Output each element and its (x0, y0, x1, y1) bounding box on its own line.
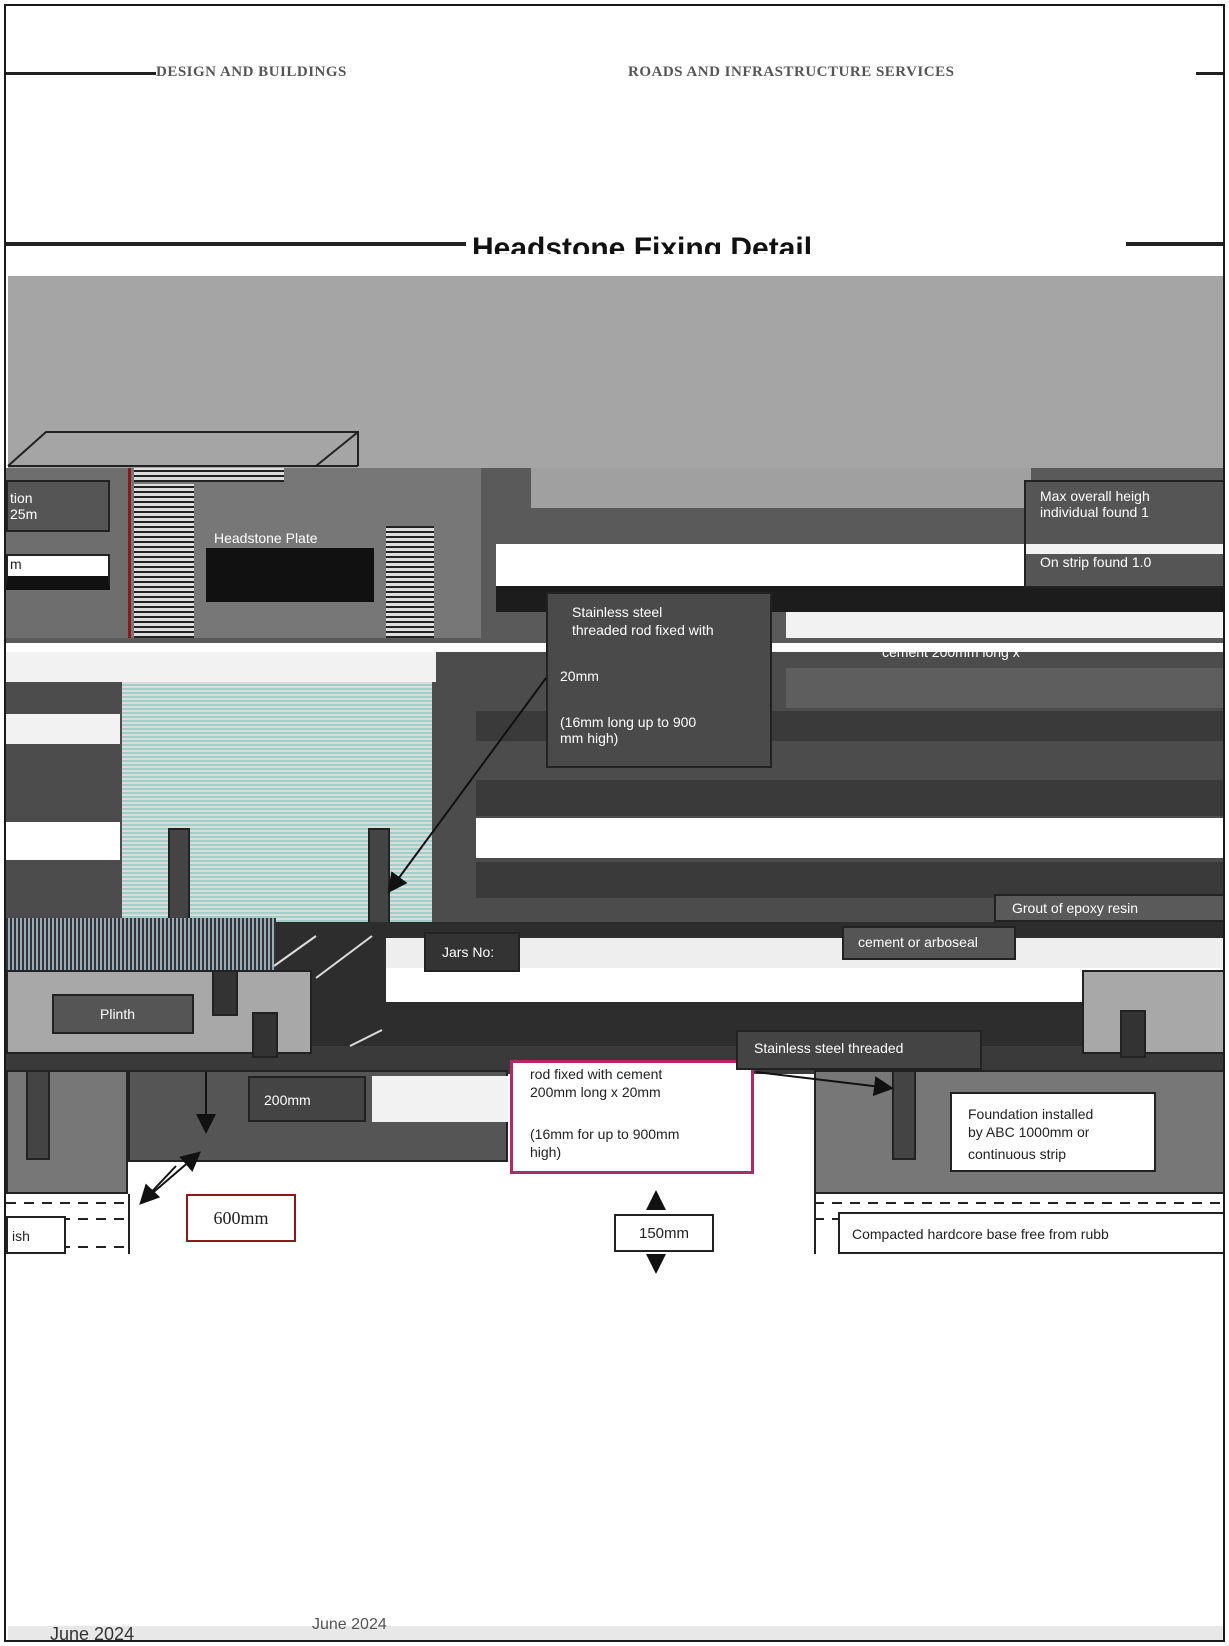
max-height-box (1024, 480, 1223, 588)
plinth-right-body (1082, 970, 1223, 1054)
compacted-label-box (838, 1212, 1223, 1254)
headstone-plate-box (206, 526, 374, 602)
middle-row-c (476, 862, 1223, 898)
foundation-left-dowel (26, 1070, 50, 1160)
grout-label: Grout of epoxy resin (1012, 900, 1139, 916)
left-mid-label-box (6, 554, 110, 590)
rod-low-label-3: (16mm for up to 900mm (530, 1126, 680, 1142)
headstone-hatch-top (134, 468, 284, 482)
dim-150-box: 150mm (614, 1214, 714, 1252)
header-right-heading: ROADS AND INFRASTRUCTURE SERVICES (628, 64, 955, 80)
rod-low-label-4: high) (530, 1144, 562, 1160)
middle-left-white-b (6, 822, 120, 860)
left-base-hatch (6, 918, 276, 978)
footer-date-left: June 2024 (50, 1624, 135, 1642)
steel-rod-callout-box (546, 592, 772, 768)
jars-no-box (424, 932, 520, 972)
right-white-band-2 (786, 612, 1223, 638)
left-mid-label: m (10, 556, 22, 572)
max-height-label-2: individual found 1 (1040, 504, 1149, 520)
header-rule-right (1196, 72, 1223, 75)
title-rule-right (1126, 242, 1223, 246)
middle-left-white-a (6, 714, 120, 744)
headstone-hatch-right (386, 526, 434, 638)
finish-label-box (6, 1216, 66, 1254)
cement-arbosea-box (842, 926, 1016, 960)
jars-no-label: Jars No: (442, 944, 495, 960)
steel-rod-label-3: 20mm (560, 668, 599, 684)
middle-row-b (476, 780, 1223, 816)
headstone-hatch-left (134, 484, 194, 638)
steel-rod-label-4: (16mm long up to 900 (560, 714, 697, 730)
plinth-label: Plinth (100, 1006, 136, 1022)
ground-dash-left-2 (6, 1218, 128, 1220)
footer-band (8, 1626, 1223, 1640)
header-rule-left (6, 72, 156, 75)
dim-200-label: 200mm (264, 1092, 311, 1108)
right-light-band (531, 468, 1031, 508)
steel-rod-label-2: threaded rod fixed with (572, 622, 714, 638)
ground-dash-left-3 (6, 1246, 128, 1248)
middle-gray-row (786, 668, 1223, 708)
compacted-label: Compacted hardcore base free from rubb (852, 1226, 1109, 1242)
foundation-label-3: continuous strip (968, 1146, 1067, 1162)
ground-dash-left-1 (6, 1202, 128, 1204)
left-top-label-1: tion (10, 490, 33, 506)
steel-rod-label-5: mm high) (560, 730, 619, 746)
lower-white-row (386, 938, 1223, 968)
leader-lines (139, 677, 894, 1274)
foundation-label-1: Foundation installed (968, 1106, 1094, 1122)
max-height-label-1: Max overall heigh (1040, 488, 1150, 504)
plinth-label-box (52, 994, 194, 1034)
max-height-divider (1026, 544, 1223, 554)
background-band (8, 276, 1223, 486)
on-strip-label: On strip found 1.0 (1040, 554, 1152, 570)
ground-dash-right-1 (814, 1202, 1223, 1204)
stainless-low-box (736, 1030, 982, 1070)
drawing-frame: DESIGN AND BUILDINGS ROADS AND INFRASTRU… (4, 4, 1225, 1642)
foundation-label-2: by ABC 1000mm or (968, 1124, 1090, 1140)
finish-label: ish (12, 1228, 30, 1244)
plinth-right-leg (1120, 1010, 1146, 1058)
foundation-callout-box (950, 1092, 1156, 1172)
foundation-right-dowel (892, 1070, 916, 1160)
dim-200-box (248, 1076, 366, 1122)
rod-low-callout-box (510, 1060, 754, 1174)
plinth-left-leg-1 (212, 970, 238, 1016)
headstone-plate-label: Headstone Plate (214, 530, 318, 546)
grout-label-box (994, 894, 1223, 922)
header-left-heading: DESIGN AND BUILDINGS (156, 64, 347, 80)
middle-white-row (476, 818, 1223, 858)
plinth-left-leg-2 (252, 1012, 278, 1058)
footer-date-center: June 2024 (312, 1616, 387, 1633)
left-top-label-box (6, 480, 110, 532)
rod-low-label-1: rod fixed with cement (530, 1066, 663, 1082)
middle-white-strip-left (6, 652, 436, 682)
drawing-title: Headstone Fixing Detail (472, 232, 813, 254)
steel-rod-label-1: Stainless steel (572, 604, 663, 620)
left-top-label-2: 25m (10, 506, 38, 522)
foundation-center-white (372, 1076, 508, 1122)
rod-low-label-2: 200mm long x 20mm (530, 1084, 661, 1100)
dim-600-box: 600mm (186, 1194, 296, 1242)
stainless-low-label: Stainless steel threaded (754, 1040, 904, 1056)
cement-top-label: cement 200mm long x (882, 644, 1020, 660)
cement-arbosea-label: cement or arboseal (858, 934, 978, 950)
title-rule-left (6, 242, 466, 246)
headstone-top-outline (7, 431, 359, 467)
